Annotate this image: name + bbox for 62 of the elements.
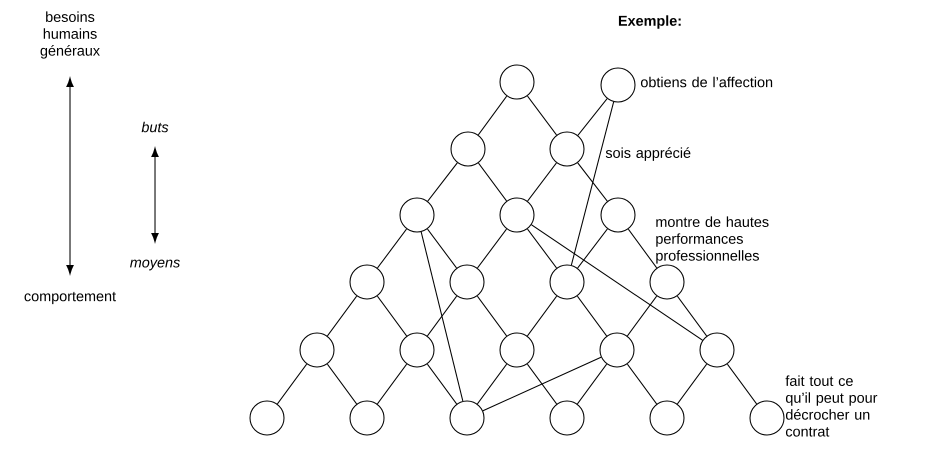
connector-line bbox=[476, 296, 508, 336]
circle-node bbox=[499, 64, 535, 100]
connector-line bbox=[578, 98, 608, 136]
circle-node bbox=[449, 264, 485, 300]
connector-line bbox=[377, 228, 407, 268]
connector-line bbox=[531, 224, 703, 341]
connector-line bbox=[276, 364, 308, 404]
connector-line bbox=[577, 228, 608, 268]
connector-line bbox=[676, 296, 708, 336]
connector-line bbox=[726, 364, 758, 404]
connector-line bbox=[426, 296, 458, 336]
circle-node bbox=[499, 197, 535, 233]
axis-label: moyens bbox=[130, 260, 180, 270]
connector-line bbox=[570, 102, 614, 266]
connector-line bbox=[576, 364, 608, 404]
connector-line bbox=[626, 296, 658, 336]
circle-node bbox=[449, 400, 485, 436]
connector-line bbox=[477, 228, 507, 268]
connector-line bbox=[576, 296, 608, 336]
connector-line bbox=[376, 296, 408, 336]
circle-node bbox=[299, 332, 335, 368]
connector-line bbox=[527, 228, 557, 268]
connector-line bbox=[376, 364, 408, 404]
circle-node bbox=[599, 332, 635, 368]
connector-line bbox=[482, 356, 602, 412]
connector-line bbox=[478, 162, 507, 202]
connector-line bbox=[427, 228, 457, 268]
connector-line bbox=[527, 162, 557, 202]
circle-node bbox=[399, 332, 435, 368]
connector-line bbox=[478, 96, 508, 136]
circle-node bbox=[349, 400, 385, 436]
axis-label: besoins humains généraux bbox=[40, 11, 100, 59]
axis-label: comportement bbox=[24, 292, 116, 304]
connector-line bbox=[628, 228, 658, 268]
connector-line bbox=[626, 364, 658, 404]
node-caption: fait tout ce qu’il peut pour décrocher un contrat bbox=[786, 375, 878, 437]
circle-node bbox=[549, 264, 585, 300]
title: Exemple: bbox=[618, 15, 681, 29]
connector-line bbox=[526, 296, 558, 336]
axis-label: buts bbox=[142, 122, 168, 132]
circle-node bbox=[450, 131, 486, 167]
connector-line bbox=[577, 162, 608, 202]
circle-node bbox=[499, 332, 535, 368]
circle-node bbox=[249, 400, 285, 436]
node-caption: montre de hautes performances professionnelles bbox=[656, 216, 769, 264]
connector-line bbox=[420, 232, 464, 402]
circle-node bbox=[549, 400, 585, 436]
connector-line bbox=[526, 364, 558, 404]
connector-line bbox=[326, 364, 358, 404]
circle-node bbox=[349, 264, 385, 300]
connector-line bbox=[426, 364, 458, 404]
connector-line bbox=[527, 96, 557, 136]
connector-line bbox=[427, 162, 458, 202]
connector-line bbox=[326, 296, 358, 336]
circle-node bbox=[399, 197, 435, 233]
connector-line bbox=[676, 364, 708, 404]
node-caption: sois apprécié bbox=[606, 147, 690, 161]
circle-node bbox=[699, 332, 735, 368]
connector-line bbox=[476, 364, 508, 404]
circle-node bbox=[649, 400, 685, 436]
node-caption: obtiens de l’affection bbox=[640, 76, 772, 88]
circle-node bbox=[600, 197, 636, 233]
